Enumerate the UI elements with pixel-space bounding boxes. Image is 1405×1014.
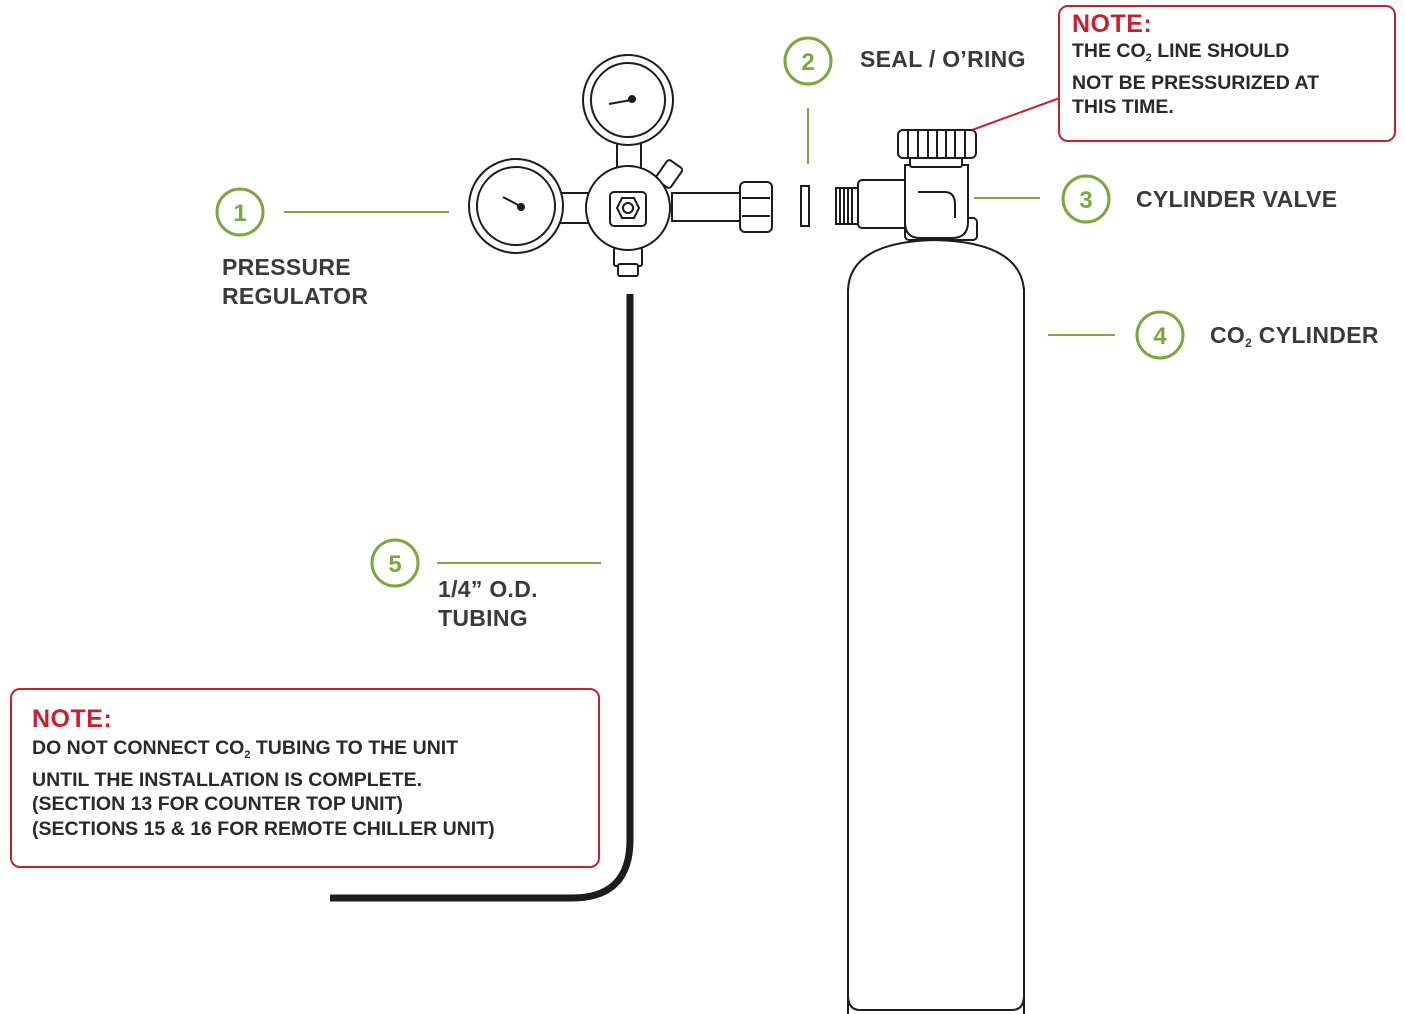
label-tubing-line1: 1/4” O.D. — [438, 576, 538, 602]
seal-oring — [800, 185, 810, 227]
co2-tubing — [330, 294, 634, 902]
callout-number-3: 3 — [1079, 187, 1092, 214]
note-line: (SECTIONS 15 & 16 FOR REMOTE CHILLER UNI… — [32, 817, 495, 840]
label-co2-suffix: CYLINDER — [1252, 322, 1379, 348]
label-tubing-line2: TUBING — [438, 605, 528, 631]
pressure-regulator — [468, 54, 773, 277]
note-line: UNTIL THE INSTALLATION IS COMPLETE. — [32, 768, 422, 791]
label-pressure-regulator-line2: REGULATOR — [222, 283, 369, 309]
label-cylinder-valve: CYLINDER VALVE — [1136, 186, 1338, 212]
note-title: NOTE: — [32, 705, 113, 733]
callout-number-5: 5 — [388, 551, 401, 578]
label-co2-prefix: CO — [1210, 322, 1246, 348]
callout-number-2: 2 — [801, 49, 814, 76]
note-text: DO NOT CONNECT CO — [32, 737, 245, 759]
cylinder-valve — [835, 129, 978, 241]
callout-number-1: 1 — [233, 200, 246, 227]
label-pressure-regulator-line1: PRESSURE — [222, 254, 351, 280]
note-text: TUBING TO THE UNIT — [250, 737, 459, 759]
note-subscript: 2 — [244, 749, 251, 761]
callout-badge-4: 4 — [1135, 310, 1185, 360]
label-seal-oring: SEAL / O’RING — [860, 46, 1026, 72]
label-co2-subscript: 2 — [1245, 336, 1253, 350]
note-subscript: 2 — [1145, 52, 1152, 64]
note-title: NOTE: — [1072, 10, 1153, 38]
cylinder-base — [847, 994, 1025, 1011]
label-pressure-regulator: PRESSURE REGULATOR — [222, 253, 368, 311]
note-box-pressurize: NOTE: THE CO2 LINE SHOULD NOT BE PRESSUR… — [1058, 5, 1396, 142]
callout-badge-2: 2 — [783, 36, 833, 86]
note-line: THIS TIME. — [1072, 96, 1174, 118]
callout-badge-5: 5 — [370, 538, 420, 588]
co2-cylinder — [847, 238, 1025, 1014]
note-line: (SECTION 13 FOR COUNTER TOP UNIT) — [32, 793, 403, 815]
callout-badge-3: 3 — [1061, 174, 1111, 224]
note-line: NOT BE PRESSURIZED AT — [1072, 71, 1320, 94]
note-text: LINE SHOULD — [1151, 40, 1290, 62]
note-box-connect: NOTE: DO NOT CONNECT CO2 TUBING TO THE U… — [10, 688, 600, 868]
note-text: THE CO — [1072, 40, 1146, 62]
note-line: DO NOT CONNECT CO2 TUBING TO THE UNIT — [32, 736, 598, 768]
label-co2-cylinder: CO2 CYLINDER — [1210, 321, 1379, 358]
label-tubing: 1/4” O.D. TUBING — [438, 575, 538, 633]
callout-badge-1: 1 — [215, 187, 265, 237]
callout-number-4: 4 — [1153, 323, 1167, 350]
note-line: THE CO2 LINE SHOULD — [1072, 39, 1394, 71]
note-leader-line — [971, 94, 1069, 131]
